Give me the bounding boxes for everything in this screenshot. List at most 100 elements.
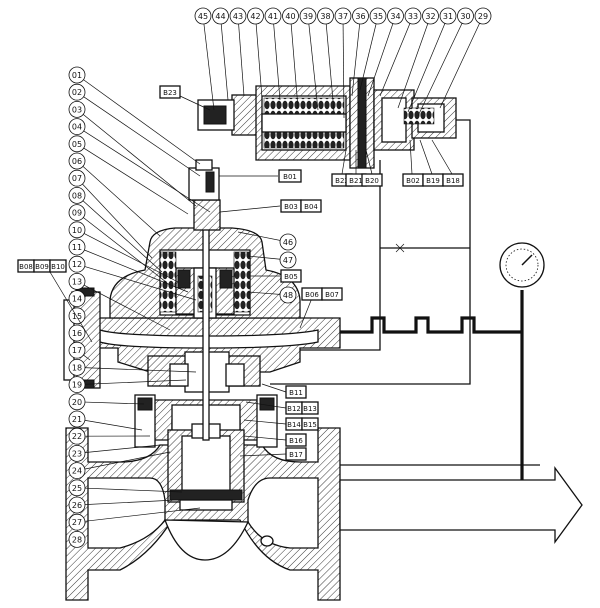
callout-30: 30 [417,7,474,117]
svg-text:43: 43 [233,12,243,21]
callout-16: 16 [68,324,86,342]
svg-text:21: 21 [72,415,82,424]
label-b17: B17 [285,447,307,461]
label-b10: B10 [49,259,67,273]
callout-23: 23 [68,444,161,462]
flow-direction-arrow-icon [339,466,583,544]
svg-text:B11: B11 [289,389,303,397]
svg-text:44: 44 [215,12,225,21]
svg-text:40: 40 [285,12,295,21]
label-b19: B19 [422,173,444,187]
callout-27: 27 [68,507,201,531]
callout-21: 21 [68,410,143,431]
label-b03: B03 [280,199,302,213]
callout-10: 10 [68,221,179,283]
svg-text:47: 47 [283,256,293,265]
callout-07: 07 [68,169,153,259]
label-b01: B01 [278,169,302,183]
callout-20: 20 [68,393,145,411]
svg-text:B23: B23 [163,89,177,97]
svg-text:48: 48 [283,291,293,300]
svg-text:20: 20 [72,398,82,407]
svg-text:16: 16 [72,329,82,338]
callout-09: 09 [68,204,167,283]
callout-19: 19 [68,376,187,394]
svg-text:13: 13 [72,277,82,286]
right-callouts: 46 47 48 [237,231,297,304]
label-b11: B11 [285,385,307,399]
callout-06: 06 [68,152,161,237]
svg-text:27: 27 [72,518,82,527]
callout-34: 34 [367,7,404,97]
label-b06: B06 [301,287,323,301]
svg-text:23: 23 [72,449,82,458]
label-b12: B12 [285,401,303,415]
svg-text:31: 31 [443,12,453,21]
callout-02: 02 [68,83,201,177]
svg-text:46: 46 [283,238,293,247]
callout-42: 42 [247,7,264,99]
callout-11: 11 [68,238,189,293]
svg-text:17: 17 [72,346,82,355]
callout-15: 15 [68,307,86,325]
svg-text:03: 03 [72,105,82,114]
svg-text:B14: B14 [287,421,301,429]
callout-25: 25 [68,479,183,497]
svg-text:B10: B10 [51,263,65,271]
svg-text:B03: B03 [284,203,298,211]
svg-text:04: 04 [72,123,82,132]
callout-47: 47 [247,251,297,269]
callout-26: 26 [68,496,177,514]
label-b05: B05 [280,269,302,283]
svg-text:B17: B17 [289,451,303,459]
callout-45: 45 [194,7,215,111]
svg-text:34: 34 [390,12,400,21]
svg-text:12: 12 [72,260,82,269]
callout-03: 03 [68,101,197,207]
label-b04: B04 [300,199,322,213]
label-b16: B16 [285,433,307,447]
callout-08: 08 [68,186,163,273]
svg-text:33: 33 [408,12,418,21]
callout-36: 36 [351,7,369,97]
svg-text:22: 22 [72,432,82,441]
svg-text:02: 02 [72,88,82,97]
svg-text:07: 07 [72,174,82,183]
svg-text:B20: B20 [365,177,379,185]
svg-text:11: 11 [72,243,82,252]
svg-text:38: 38 [320,12,330,21]
label-b18: B18 [442,173,464,187]
svg-text:B07: B07 [325,291,339,299]
svg-text:B05: B05 [284,273,298,281]
svg-text:01: 01 [72,71,82,80]
callout-43: 43 [229,7,247,97]
callout-39: 39 [299,7,319,111]
svg-text:B09: B09 [35,263,49,271]
callout-18: 18 [68,358,197,376]
label-b21: B21 [345,173,367,187]
pilot-regulator [197,77,457,169]
svg-text:29: 29 [478,12,488,21]
svg-text:45: 45 [198,12,208,21]
label-b14: B14 [285,417,303,431]
callout-17: 17 [68,341,91,361]
svg-text:B18: B18 [446,177,460,185]
svg-text:24: 24 [72,467,82,476]
svg-text:28: 28 [72,535,82,544]
svg-text:09: 09 [72,209,82,218]
box-labels: B01 B03 B04 B05 B06 B07 B08 B09 B10 B11 … [17,85,464,461]
svg-text:35: 35 [373,12,383,21]
callout-29: 29 [439,7,492,109]
svg-text:06: 06 [72,157,82,166]
sense-lines [270,119,540,485]
callout-44: 44 [212,7,229,101]
callout-24: 24 [68,451,171,480]
svg-text:B19: B19 [426,177,440,185]
svg-text:B22: B22 [335,177,349,185]
callout-13: 13 [68,272,171,331]
callout-40: 40 [282,7,299,109]
callout-01: 01 [68,66,201,165]
svg-text:B04: B04 [304,203,318,211]
svg-text:B15: B15 [303,421,317,429]
